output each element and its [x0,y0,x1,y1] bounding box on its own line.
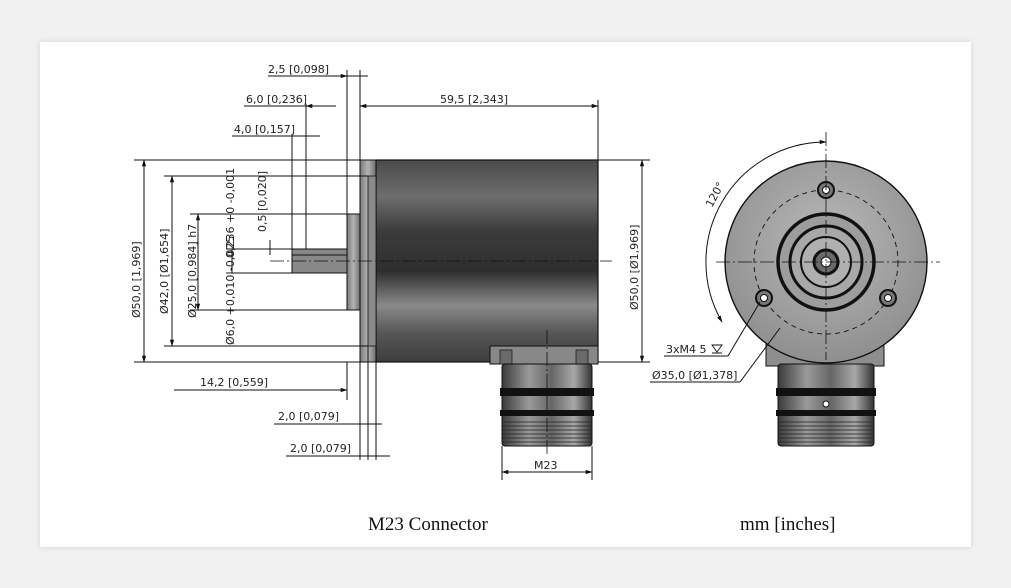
dim-4-0: 4,0 [0,157] [234,123,295,136]
bottom-dimensions: 14,2 [0,559] 2,0 [0,079] 2,0 [0,079] M23 [174,346,593,480]
dim-2-0-b: 2,0 [0,079] [290,442,351,455]
dim-25: Ø25,0 [0,984] h7 [186,224,199,318]
dim-tol-shaft: 0,236 +0 -0,001 [224,168,237,258]
dim-0-5: 0,5 [0,020] [256,171,269,232]
dim-120: 120° [703,180,727,210]
dim-50-right: Ø50,0 [Ø1,969] [628,225,641,310]
dim-59-5: 59,5 [2,343] [440,93,508,106]
dim-14-2: 14,2 [0,559] [200,376,268,389]
caption-units: mm [inches] [740,514,836,535]
front-view: 120° 3xM4 5 Ø35,0 [Ø1,378] [650,132,940,447]
dim-2-5: 2,5 [0,098] [268,63,329,76]
dim-m23: M23 [534,459,558,472]
top-dimensions: 2,5 [0,098] 6,0 [0,236] 59,5 [2,343] 4,0… [232,63,599,249]
caption-m23-connector: M23 Connector [368,514,488,535]
dim-50-left: Ø50,0 [1,969] [130,241,143,318]
encoder-spigot [346,213,361,311]
left-dimensions: Ø50,0 [1,969] Ø42,0 [Ø1,654] Ø25,0 [0,98… [130,159,376,363]
side-view: 2,5 [0,098] 6,0 [0,236] 59,5 [2,343] 4,0… [130,63,650,480]
right-dimension: Ø50,0 [Ø1,969] [598,159,650,363]
dim-42: Ø42,0 [Ø1,654] [158,229,171,314]
dim-2-0-a: 2,0 [0,079] [278,410,339,423]
angle-arc [705,139,827,323]
dim-6-0: 6,0 [0,236] [246,93,307,106]
dim-35: Ø35,0 [Ø1,378] [652,369,737,382]
dim-6-shaft: Ø6,0 +0,010 -0,025 [224,236,237,345]
dim-3xm4: 3xM4 5 [666,343,707,356]
